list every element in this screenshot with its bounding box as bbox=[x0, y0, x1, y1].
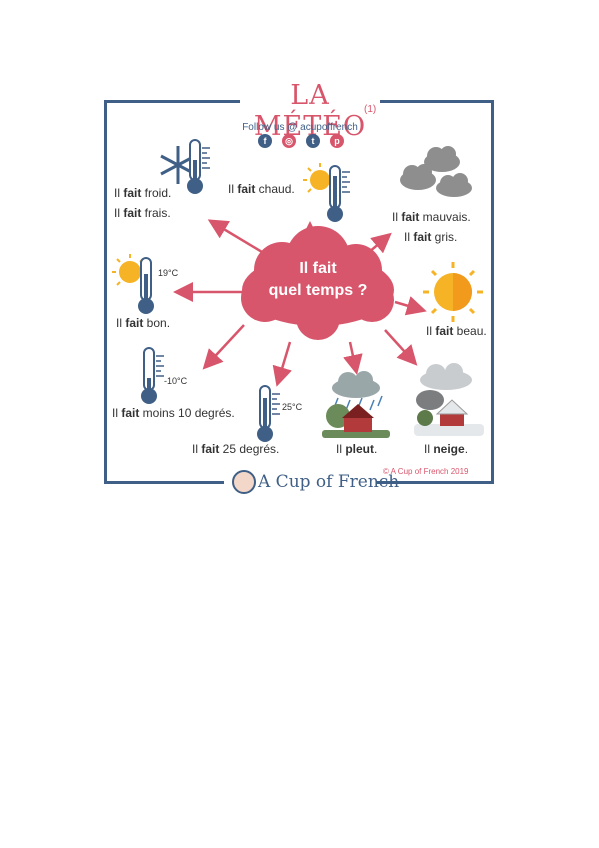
title-number: (1) bbox=[364, 104, 377, 115]
title-backdrop: LA MÉTÉO bbox=[240, 78, 380, 142]
copyright-text: © A Cup of French 2019 bbox=[383, 467, 469, 476]
temp-19: 19°C bbox=[158, 268, 179, 278]
thermometer-warm-icon bbox=[257, 385, 280, 442]
label-beau: Il fait beau. bbox=[426, 324, 487, 338]
facebook-icon[interactable]: f bbox=[258, 134, 272, 148]
label-mauvais: Il fait mauvais. bbox=[392, 210, 471, 224]
snow-scene-icon bbox=[414, 363, 484, 436]
label-frais: Il fait frais. bbox=[114, 206, 171, 220]
footer-logo: A Cup of French bbox=[258, 472, 400, 492]
arrow-froid bbox=[207, 219, 263, 254]
twitter-icon[interactable]: t bbox=[306, 134, 320, 148]
center-cloud bbox=[241, 226, 394, 340]
label-neige: Il neige. bbox=[424, 442, 469, 456]
arrows bbox=[173, 219, 427, 387]
arrow-neige bbox=[384, 329, 418, 366]
follow-text: Follow us @ acupoffrench bbox=[242, 122, 358, 133]
instagram-icon[interactable]: ◎ bbox=[282, 134, 296, 148]
thermometer-mild-icon bbox=[138, 257, 154, 314]
center-question: Il fait quel temps ? bbox=[268, 260, 368, 299]
label-pleut: Il pleut. bbox=[336, 442, 378, 456]
arrow-mauvais bbox=[361, 232, 392, 259]
rain-scene-icon bbox=[322, 371, 390, 438]
gray-clouds-icon bbox=[400, 146, 472, 197]
thermometer-cold-icon bbox=[187, 139, 210, 194]
arrow-pleut bbox=[343, 341, 363, 375]
label-bon: Il fait bon. bbox=[116, 316, 171, 330]
arrow-moins10 bbox=[202, 324, 245, 370]
sun-small-chaud-icon bbox=[303, 163, 330, 193]
sun-big-icon bbox=[423, 262, 483, 322]
social-links: f ◎ t p bbox=[258, 134, 344, 148]
arrow-25 bbox=[272, 341, 292, 387]
temp-minus10: -10°C bbox=[164, 376, 188, 386]
sun-small-bon-icon bbox=[112, 254, 144, 286]
label-chaud: Il fait chaud. bbox=[228, 182, 295, 196]
label-25: Il fait 25 degrés. bbox=[192, 442, 280, 456]
label-froid: Il fait froid. bbox=[114, 186, 172, 200]
thermometer-hot-icon bbox=[327, 165, 350, 222]
label-gris: Il fait gris. bbox=[404, 230, 458, 244]
label-moins10: Il fait moins 10 degrés. bbox=[112, 406, 235, 420]
arrow-beau bbox=[394, 296, 427, 316]
avatar bbox=[232, 470, 256, 494]
pinterest-icon[interactable]: p bbox=[330, 134, 344, 148]
temp-25: 25°C bbox=[282, 402, 303, 412]
thermometer-freezing-icon bbox=[141, 347, 164, 404]
